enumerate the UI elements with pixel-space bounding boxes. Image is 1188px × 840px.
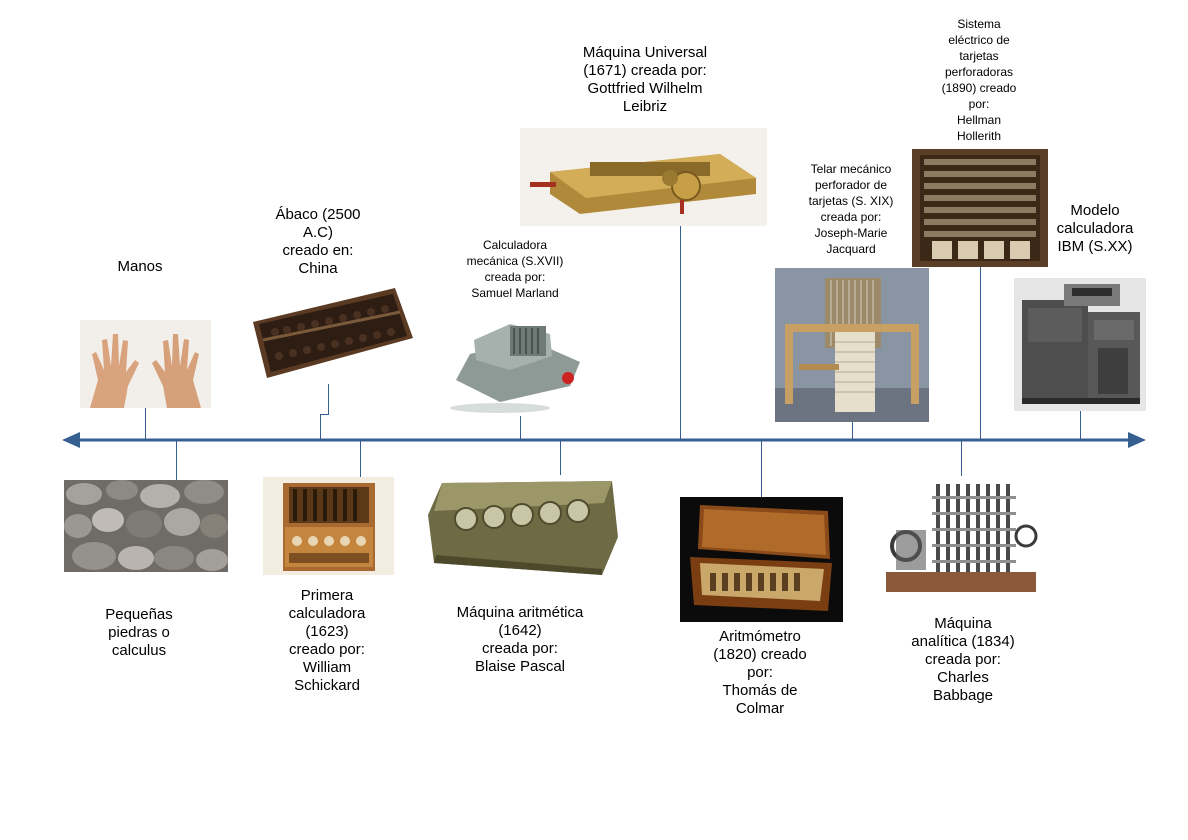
label-hollerith: Sistema eléctrico de tarjetas perforador…: [941, 17, 1017, 143]
connector-ibm: [1080, 411, 1081, 439]
label-schickard: Primera calculadora (1623) creado por: W…: [288, 587, 366, 694]
connector-piedras: [176, 441, 177, 480]
arithmometer-photo: [680, 497, 843, 622]
label-ibm: Modelo calculadora IBM (S.XX): [1056, 202, 1134, 255]
connector-pascal: [560, 441, 561, 475]
label-colmar: Aritmómetro (1820) creado por: Thomás de…: [713, 628, 807, 717]
label-abaco: Ábaco (2500 A.C) creado en: China: [275, 206, 361, 277]
ibm-calculator-photo: [1014, 278, 1146, 411]
label-manos: Manos: [117, 258, 163, 275]
connector-abaco: [320, 414, 321, 439]
label-babbage: Máquina analítica (1834) creada por: Cha…: [911, 615, 1015, 704]
connector-abaco-up: [328, 384, 329, 415]
connector-leibniz: [680, 226, 681, 439]
connector-babbage: [961, 441, 962, 476]
abacus-photo: [245, 282, 417, 384]
analytical-engine-photo: [876, 476, 1046, 598]
label-pascal: Máquina aritmética (1642) creada por: Bl…: [456, 604, 584, 675]
label-piedras: Pequeñas piedras o calculus: [105, 606, 173, 659]
label-marland: Calculadora mecánica (S.XVII) creada por…: [466, 238, 564, 300]
arrow-right-icon: [1128, 432, 1146, 448]
hollerith-system-photo: [912, 149, 1048, 267]
connector-hollerith: [980, 267, 981, 439]
label-leibniz: Máquina Universal (1671) creada por: Got…: [582, 44, 708, 115]
pebbles-photo: [64, 480, 228, 572]
pascaline-photo: [422, 475, 621, 581]
connector-marland: [520, 416, 521, 439]
schickard-calculator-photo: [263, 477, 394, 575]
hands-photo: [80, 320, 211, 408]
arrow-left-icon: [62, 432, 80, 448]
marland-calculator-photo: [440, 310, 600, 416]
connector-jacquard: [852, 422, 853, 439]
connector-colmar: [761, 441, 762, 497]
connector-manos: [145, 408, 146, 439]
connector-abaco-step: [320, 414, 329, 415]
connector-schickard: [360, 441, 361, 477]
leibniz-machine-photo: [520, 128, 767, 226]
jacquard-loom-photo: [775, 268, 929, 422]
label-jacquard: Telar mecánico perforador de tarjetas (S…: [808, 162, 894, 256]
